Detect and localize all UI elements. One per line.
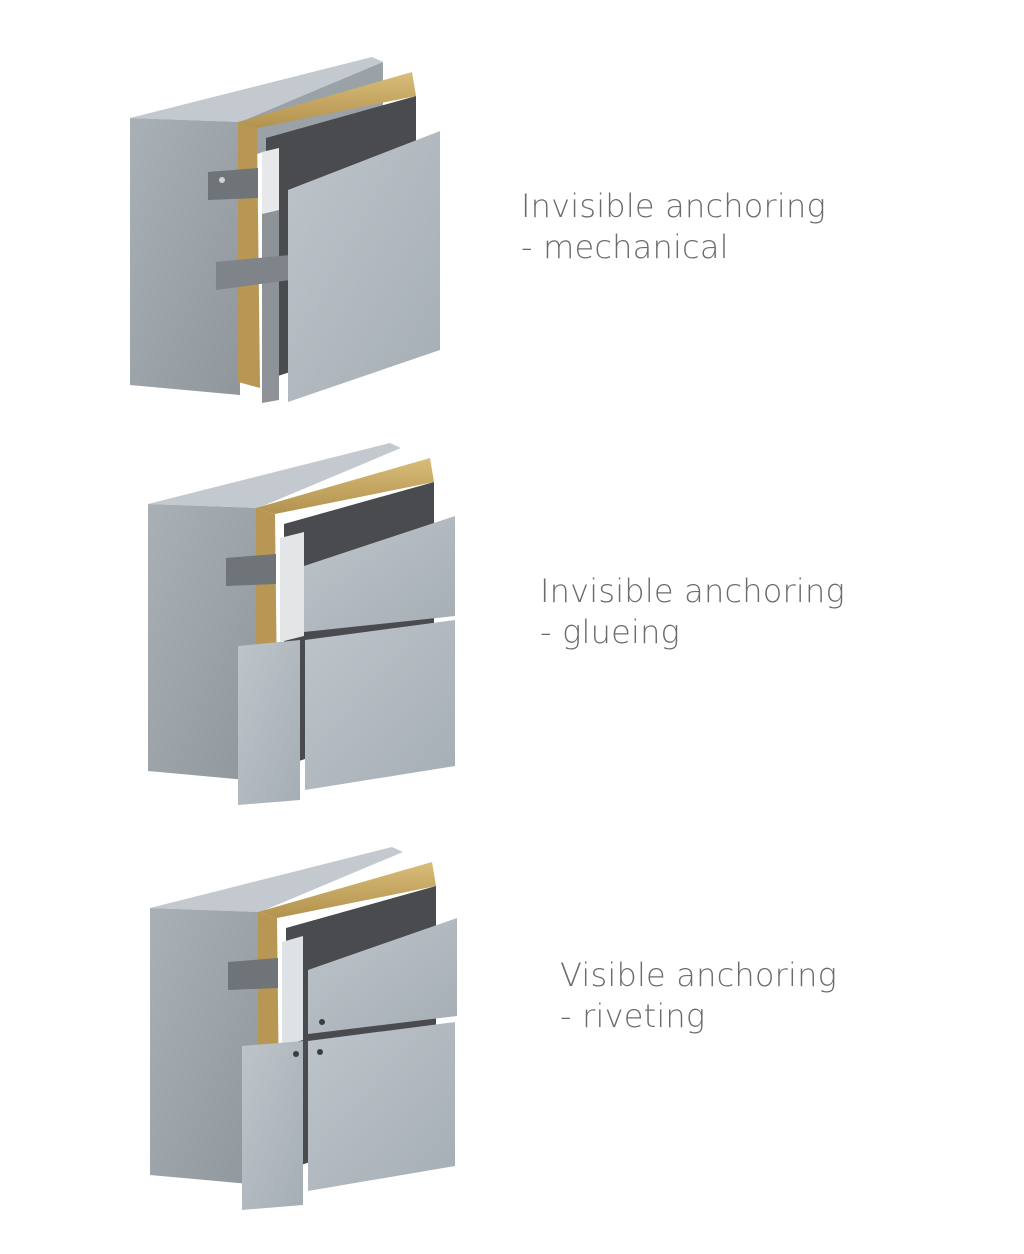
label-title: Visible anchoring	[560, 956, 837, 994]
bracket	[228, 958, 278, 990]
horizontal-rail	[216, 255, 290, 290]
facade-panel-lower-right	[308, 1022, 455, 1191]
facade-panel-upper	[304, 516, 455, 632]
label-title: Invisible anchoring	[521, 187, 826, 225]
label-subtitle: - riveting	[560, 997, 706, 1035]
facade-panel	[288, 131, 440, 402]
glue-profile	[280, 532, 304, 642]
label-mechanical: Invisible anchoring - mechanical	[521, 186, 826, 268]
insulation-top-face	[256, 458, 434, 514]
facade-panel-lower-left	[242, 1041, 303, 1210]
insulation-front-face	[238, 122, 260, 388]
render-glueing	[148, 443, 455, 805]
bracket	[208, 168, 258, 200]
rivet	[317, 1049, 323, 1055]
label-riveting: Visible anchoring - riveting	[560, 955, 837, 1037]
bolt	[219, 177, 225, 183]
label-title: Invisible anchoring	[540, 572, 845, 610]
profile-top-white	[262, 148, 279, 214]
render-mechanical	[130, 57, 440, 403]
facade-panel-upper	[308, 918, 457, 1034]
insulation-top-face	[258, 862, 436, 918]
label-subtitle: - glueing	[540, 613, 680, 651]
concrete-top-face	[130, 57, 383, 122]
vertical-profile	[282, 936, 303, 1046]
facade-panel-lower-right	[305, 620, 455, 790]
concrete-top-face	[150, 847, 403, 912]
concrete-top-face	[148, 443, 401, 508]
rivet	[319, 1019, 325, 1025]
bracket	[226, 554, 276, 586]
rivet	[293, 1051, 299, 1057]
label-subtitle: - mechanical	[521, 228, 729, 266]
render-riveting	[150, 847, 457, 1210]
facade-panel-lower-left	[238, 640, 300, 805]
concrete-front-face	[130, 118, 240, 395]
label-glueing: Invisible anchoring - glueing	[540, 571, 845, 653]
insulation-top-face	[238, 72, 416, 128]
